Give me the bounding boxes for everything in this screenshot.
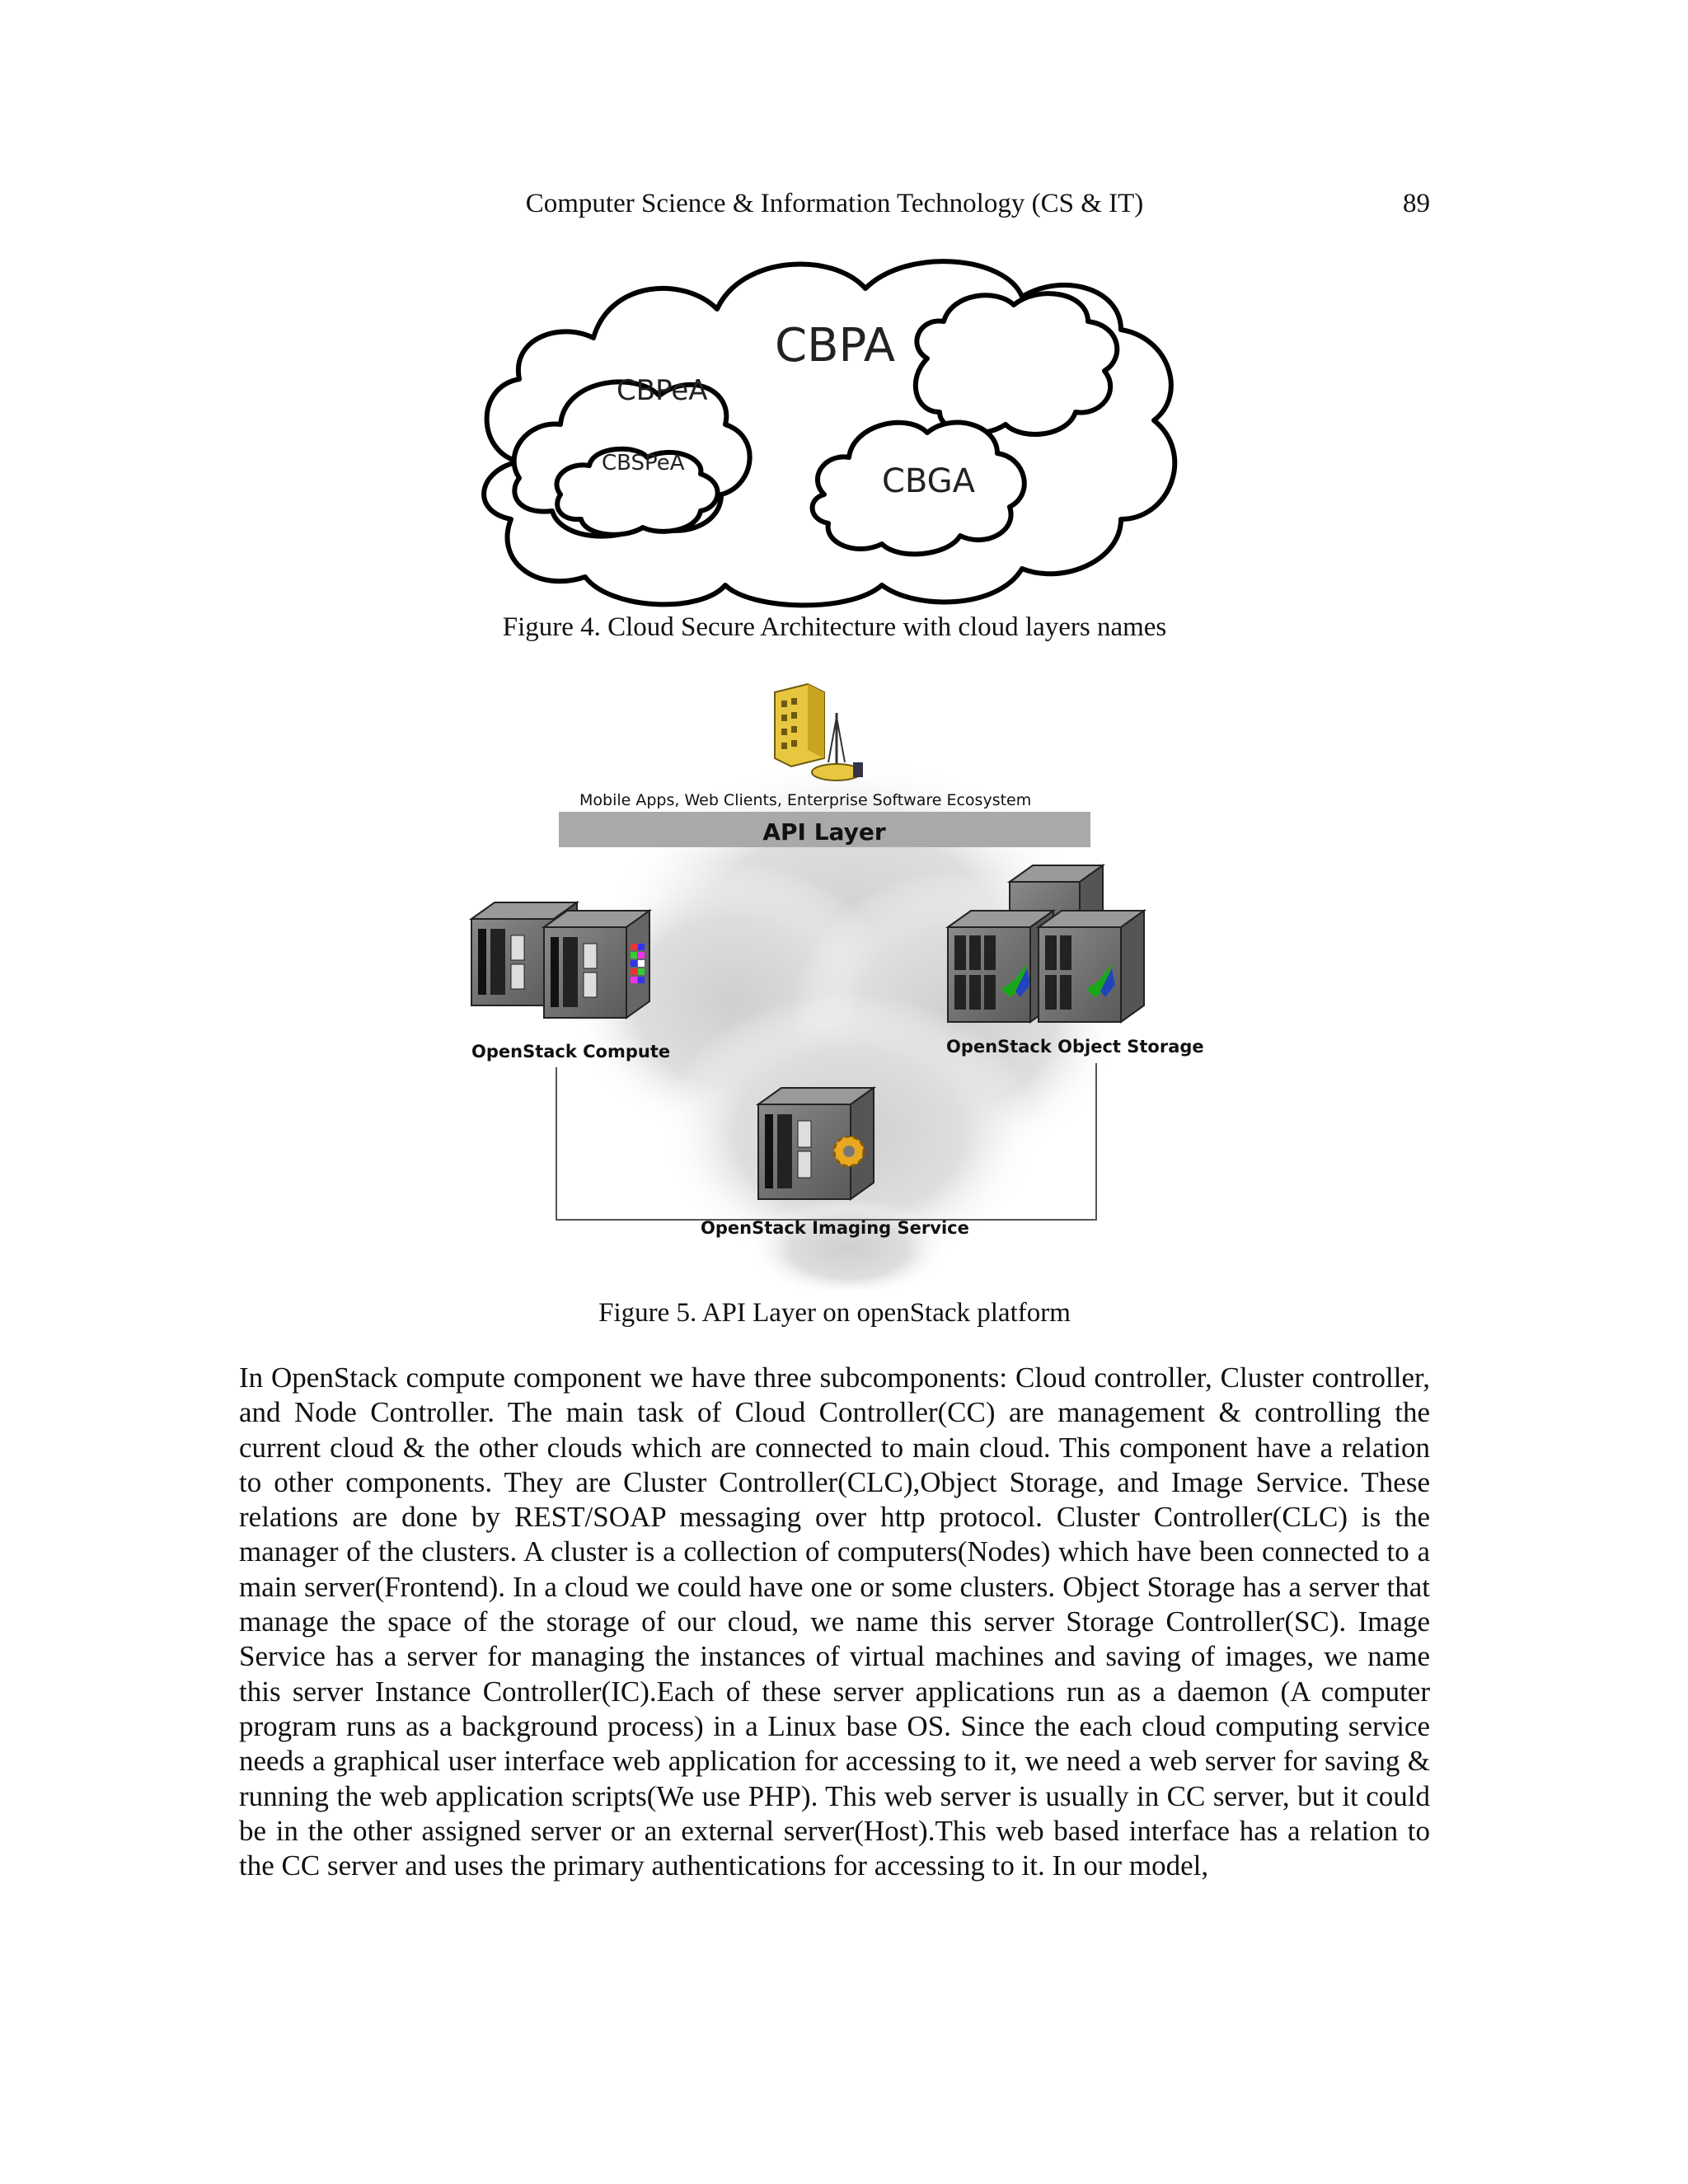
cbpea-label: CBPeA: [617, 374, 708, 407]
figure-5-caption: Figure 5. API Layer on openStack platfor…: [598, 1298, 1071, 1328]
storage-server-icon: [1035, 909, 1147, 1024]
figure-5-openstack: Mobile Apps, Web Clients, Enterprise Sof…: [462, 672, 1228, 1298]
bottom-cloud-shape: [809, 419, 1027, 557]
api-layer-label: API Layer: [762, 818, 885, 846]
right-cloud-shape: [912, 291, 1120, 437]
cbga-label: CBGA: [882, 462, 976, 500]
building-icon: [774, 682, 825, 768]
cbspea-label: CBSPeA: [602, 451, 685, 476]
antenna-icon: [811, 713, 863, 781]
color-grid-icon: [631, 944, 645, 983]
clients-label: Mobile Apps, Web Clients, Enterprise Sof…: [579, 791, 1031, 809]
figure-4-cloud-architecture: CBPA CBPeA CBSPeA CBGA: [470, 247, 1195, 610]
page-number: 89: [1403, 189, 1430, 218]
figure-4-diagram: CBPA CBPeA CBSPeA CBGA: [481, 259, 1178, 608]
compute-label: OpenStack Compute: [471, 1042, 670, 1062]
gear-icon: [832, 1135, 865, 1168]
imaging-label: OpenStack Imaging Service: [701, 1218, 969, 1238]
page-header: Computer Science & Information Technolog…: [239, 185, 1430, 223]
running-title: Computer Science & Information Technolog…: [525, 189, 1144, 218]
compute-server-icon: [541, 909, 653, 1019]
cbpa-label: CBPA: [775, 319, 895, 373]
imaging-server-icon: [755, 1086, 877, 1201]
inner-cloud-shape: [554, 446, 720, 537]
object-storage-label: OpenStack Object Storage: [946, 1037, 1204, 1057]
body-paragraph: In OpenStack compute component we have t…: [239, 1361, 1430, 1882]
figure-5-diagram: Mobile Apps, Web Clients, Enterprise Sof…: [468, 682, 1204, 1298]
connector-lines: [556, 1063, 1097, 1221]
figure-4-caption: Figure 4. Cloud Secure Architecture with…: [502, 612, 1167, 642]
api-layer-bar: API Layer: [559, 812, 1090, 847]
background-cloud: [569, 754, 1121, 1298]
